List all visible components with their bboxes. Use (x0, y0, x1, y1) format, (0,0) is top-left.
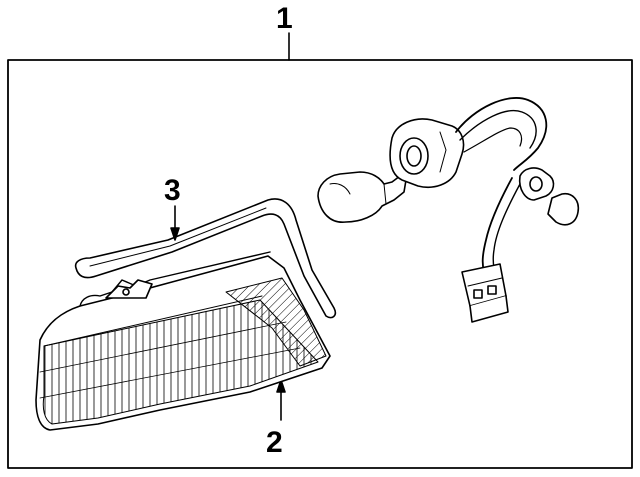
callout-2-arrowhead (276, 379, 286, 393)
gasket (74, 198, 337, 319)
callout-3-label: 3 (164, 174, 181, 207)
callout-1-label: 1 (276, 2, 293, 35)
large-bulb (317, 171, 407, 223)
lens-housing (35, 251, 331, 431)
small-bulb (547, 192, 580, 226)
callout-3-arrowhead (170, 227, 180, 241)
callout-2-label: 2 (266, 426, 283, 459)
socket-harness (389, 97, 580, 323)
small-socket (518, 167, 555, 201)
assembly-frame (7, 59, 633, 469)
mounting-tab (105, 279, 153, 299)
